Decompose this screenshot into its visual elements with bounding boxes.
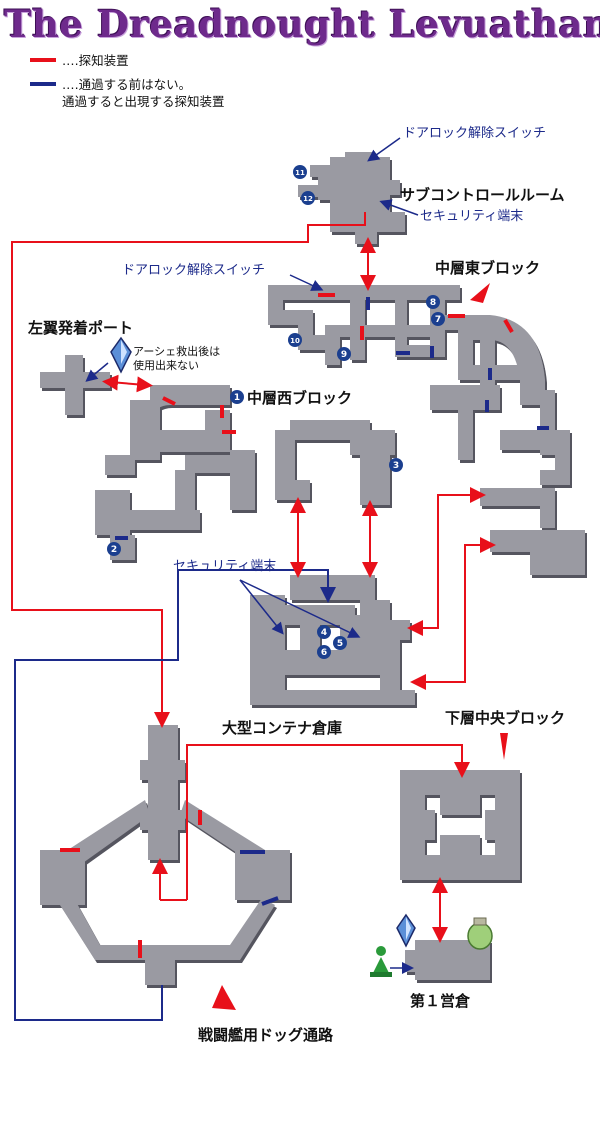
marker-10: 10 [288, 333, 302, 347]
marker-6: 6 [317, 645, 331, 659]
legend-red: ‥‥探知装置 [30, 52, 330, 70]
battleship-dock [40, 725, 290, 985]
svg-text:10: 10 [290, 337, 300, 345]
svg-text:6: 6 [321, 648, 327, 658]
link-container-to-east-2 [410, 537, 496, 690]
marker-9: 9 [337, 347, 351, 361]
blue-swatch [30, 82, 56, 86]
svg-text:11: 11 [295, 169, 305, 177]
area-battleship: 戦闘艦用ドッグ通路 [198, 1026, 334, 1044]
red-swatch [30, 58, 56, 62]
svg-text:5: 5 [337, 639, 343, 649]
marker-1: 1 [230, 390, 244, 404]
note-door-lock-1: ドアロック解除スイッチ [403, 126, 546, 141]
legend-red-text: ‥‥探知装置 [62, 53, 129, 68]
area-sub-control: サブコントロールルーム [400, 186, 565, 204]
marker-4: 4 [317, 625, 331, 639]
svg-text:1: 1 [234, 393, 240, 403]
marker-12: 12 [301, 191, 315, 205]
pointer-lower-center [500, 733, 508, 760]
area-mid-west: 中層西ブロック [247, 389, 352, 407]
area-left-wing-port: 左翼発着ポート [27, 319, 133, 337]
svg-text:2: 2 [111, 545, 117, 555]
svg-text:4: 4 [321, 628, 327, 638]
pointer-mid-east [470, 283, 490, 303]
note-security-2: セキュリティ端末 [173, 559, 276, 574]
svg-text:3: 3 [393, 461, 399, 471]
urn-icon [467, 917, 493, 950]
marker-2: 2 [107, 542, 121, 556]
svg-text:8: 8 [430, 298, 436, 308]
note-door-lock-2: ドアロック解除スイッチ [122, 263, 265, 278]
marker-8: 8 [426, 295, 440, 309]
svg-text:12: 12 [303, 195, 313, 203]
marker-3: 3 [389, 458, 403, 472]
note-ashe-1: アーシェ救出後は [133, 344, 220, 358]
link-port-to-west [102, 374, 153, 393]
svg-text:7: 7 [435, 315, 441, 325]
sub-control-room [298, 152, 405, 244]
marker-5: 5 [333, 636, 347, 650]
npc-figure-icon [370, 946, 392, 977]
map-title: The Dreadnought Levuathan [4, 2, 600, 46]
marker-11: 11 [293, 165, 307, 179]
area-container: 大型コンテナ倉庫 [222, 719, 342, 737]
link-container-to-east-1 [407, 487, 486, 636]
left-wing-port [40, 355, 110, 415]
legend-blue-text-1: ‥‥通過する前はない。 [62, 77, 192, 92]
route-red-2 [186, 744, 470, 900]
svg-text:9: 9 [341, 350, 347, 360]
save-crystal-icon [396, 913, 416, 948]
mid-west-block [95, 385, 395, 560]
save-crystal-icon [110, 336, 132, 374]
area-warehouse1: 第１営倉 [410, 992, 471, 1010]
area-mid-east: 中層東ブロック [435, 259, 540, 277]
lower-center-block [400, 770, 520, 880]
note-ashe-2: 使用出来ない [133, 358, 199, 372]
route-red-1 [11, 212, 366, 728]
area-lower-center: 下層中央ブロック [445, 709, 565, 727]
note-security-1: セキュリティ端末 [420, 209, 523, 224]
container-warehouse [250, 575, 415, 705]
marker-7: 7 [431, 312, 445, 326]
pointer-battleship [212, 985, 236, 1010]
legend-blue: ‥‥通過する前はない。 通過すると出現する探知装置 [30, 76, 350, 112]
legend-blue-text-2: 通過すると出現する探知装置 [62, 94, 225, 109]
